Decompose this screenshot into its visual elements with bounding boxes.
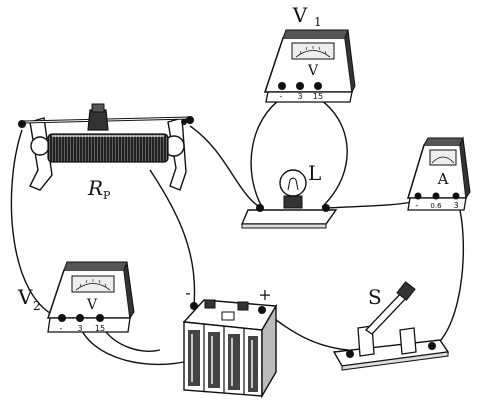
- voltmeter-v2[interactable]: V - 3 15 V 2: [17, 261, 135, 333]
- battery[interactable]: - +: [182, 283, 278, 399]
- v1-label: V: [292, 3, 308, 27]
- ammeter-terminal-minus: -: [416, 201, 419, 210]
- wire-rheostat-to-lamp: [189, 125, 259, 207]
- rheostat-label: R: [87, 176, 103, 200]
- wires: [10, 97, 465, 366]
- ammeter-a[interactable]: A - 0.6 3: [406, 136, 471, 211]
- wire-v1-to-lamp-right: [317, 97, 348, 208]
- v2-terminal-minus: -: [60, 324, 63, 333]
- v1-terminal-minus: -: [280, 92, 283, 101]
- switch-label: S: [368, 285, 382, 309]
- battery-plus-label: +: [258, 285, 271, 304]
- rheostat-rp[interactable]: R P: [18, 103, 194, 202]
- rheostat-label-sub: P: [103, 189, 111, 202]
- v1-face-label: V: [307, 63, 319, 79]
- v2-face-label: V: [86, 297, 98, 313]
- v1-label-sub: 1: [314, 15, 322, 29]
- wire-v2-to-battery: [77, 321, 193, 366]
- wire-v1-to-lamp-left: [250, 97, 283, 208]
- wire-ammeter-to-switch: [431, 201, 465, 349]
- v2-terminal-3: 3: [77, 324, 82, 333]
- v2-label: V: [17, 285, 33, 309]
- voltmeter-v1[interactable]: V - 3 15 V 1: [263, 3, 356, 103]
- v1-terminal-15: 15: [313, 92, 323, 101]
- v2-label-sub: 2: [33, 299, 41, 313]
- ammeter-terminal-3: 3: [453, 201, 458, 210]
- switch-s[interactable]: S: [332, 281, 450, 371]
- wire-lamp-to-ammeter: [327, 201, 413, 209]
- ammeter-face-label: A: [437, 170, 449, 188]
- wire-rheostat-to-battery-minus: [149, 169, 196, 306]
- lamp-l[interactable]: L: [240, 161, 338, 229]
- v2-terminal-15: 15: [95, 324, 105, 333]
- v1-terminal-3: 3: [297, 92, 302, 101]
- wire-rheostat-left-to-v2: [10, 129, 61, 319]
- ammeter-terminal-0-6: 0.6: [430, 202, 442, 210]
- lamp-label: L: [308, 161, 321, 185]
- battery-minus-label: -: [185, 283, 190, 302]
